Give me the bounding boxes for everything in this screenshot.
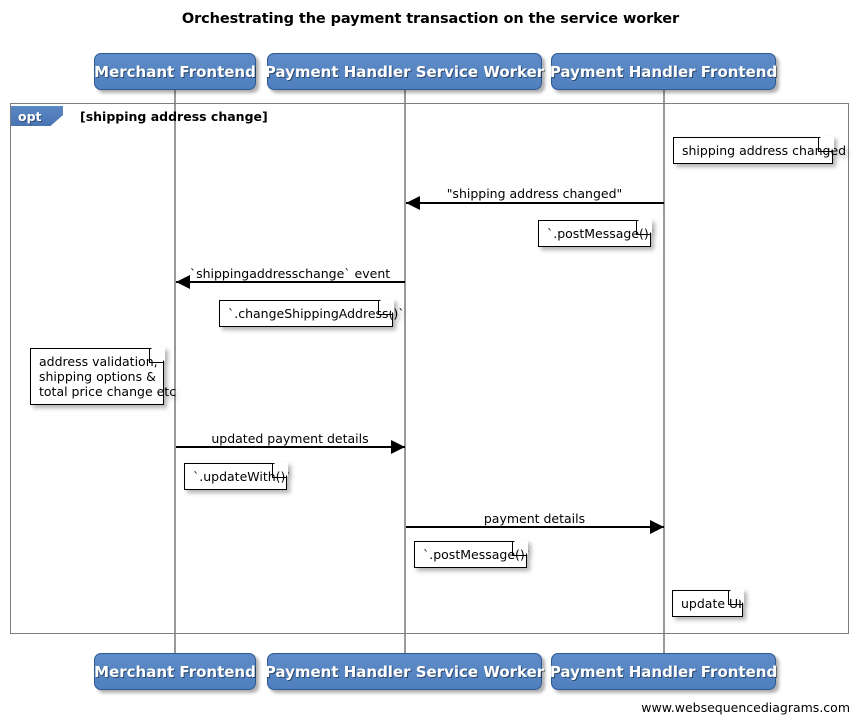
note-fold-icon bbox=[636, 220, 651, 235]
participant-label: Payment Handler Frontend bbox=[549, 662, 778, 681]
lifeline-payment-handler-service-worker bbox=[404, 88, 406, 654]
participant-label: Merchant Frontend bbox=[94, 62, 256, 81]
note-fold-icon bbox=[512, 541, 527, 556]
note-line: `.updateWith()` bbox=[193, 469, 292, 484]
message-arrowhead-payment-details bbox=[650, 520, 664, 534]
note-line: total price change etc bbox=[39, 384, 177, 399]
note-update-ui: update UI bbox=[672, 589, 744, 617]
note-post-message-2: `.postMessage()` bbox=[414, 540, 532, 568]
participant-bottom-merchant-frontend[interactable]: Merchant Frontend bbox=[94, 653, 256, 690]
note-line: address validation, bbox=[39, 354, 158, 369]
fragment-opt-tab: opt bbox=[11, 106, 63, 126]
participant-label: Payment Handler Service Worker bbox=[264, 62, 545, 81]
note-shipping-address-changed: shipping address changed bbox=[673, 136, 847, 164]
note-update-with: `.updateWith()` bbox=[184, 462, 292, 490]
note-fold-icon bbox=[149, 348, 164, 363]
message-arrowhead-updated-payment-details bbox=[391, 440, 405, 454]
participant-label: Payment Handler Frontend bbox=[549, 62, 778, 81]
fragment-opt bbox=[10, 103, 849, 634]
participant-label: Merchant Frontend bbox=[94, 662, 256, 681]
message-arrowhead-shipping-address-changed bbox=[406, 196, 420, 210]
note-line: shipping address changed bbox=[682, 143, 847, 158]
message-label-payment-details: payment details bbox=[483, 511, 586, 526]
participant-bottom-payment-handler-service-worker[interactable]: Payment Handler Service Worker bbox=[264, 653, 545, 690]
message-line-updated-payment-details bbox=[176, 446, 405, 448]
message-arrowhead-shippingaddresschange-event bbox=[176, 275, 190, 289]
participant-top-merchant-frontend[interactable]: Merchant Frontend bbox=[94, 53, 256, 90]
fragment-opt-guard: [shipping address change] bbox=[80, 109, 268, 124]
lifeline-merchant-frontend bbox=[174, 88, 176, 654]
note-fold-icon bbox=[818, 137, 833, 152]
note-line: `.postMessage()` bbox=[547, 226, 656, 241]
message-line-shippingaddresschange-event bbox=[176, 281, 405, 283]
participant-top-payment-handler-service-worker[interactable]: Payment Handler Service Worker bbox=[264, 53, 545, 90]
note-line: update UI bbox=[681, 596, 742, 611]
participant-label: Payment Handler Service Worker bbox=[264, 662, 545, 681]
note-line: shipping options & bbox=[39, 369, 156, 384]
message-label-shipping-address-changed: "shipping address changed" bbox=[446, 186, 623, 201]
message-line-payment-details bbox=[406, 526, 664, 528]
message-line-shipping-address-changed bbox=[406, 202, 664, 204]
note-line: `.changeShippingAddress()` bbox=[228, 306, 405, 321]
footer-watermark-url: www.websequencediagrams.com bbox=[641, 700, 850, 715]
message-label-updated-payment-details: updated payment details bbox=[211, 431, 369, 446]
participant-bottom-payment-handler-frontend[interactable]: Payment Handler Frontend bbox=[549, 653, 778, 690]
note-fold-icon bbox=[378, 300, 393, 315]
note-line: `.postMessage()` bbox=[423, 547, 532, 562]
participant-top-payment-handler-frontend[interactable]: Payment Handler Frontend bbox=[549, 53, 778, 90]
note-fold-icon bbox=[728, 590, 743, 605]
note-post-message-1: `.postMessage()` bbox=[538, 219, 656, 247]
message-label-shippingaddresschange-event: `shippingaddresschange` event bbox=[189, 266, 391, 281]
page-title: Orchestrating the payment transaction on… bbox=[181, 11, 680, 27]
note-fold-icon bbox=[272, 463, 287, 478]
note-address-validation: address validation, shipping options & t… bbox=[30, 347, 177, 405]
lifeline-payment-handler-frontend bbox=[663, 88, 665, 654]
note-change-shipping-address: `.changeShippingAddress()` bbox=[219, 299, 405, 327]
